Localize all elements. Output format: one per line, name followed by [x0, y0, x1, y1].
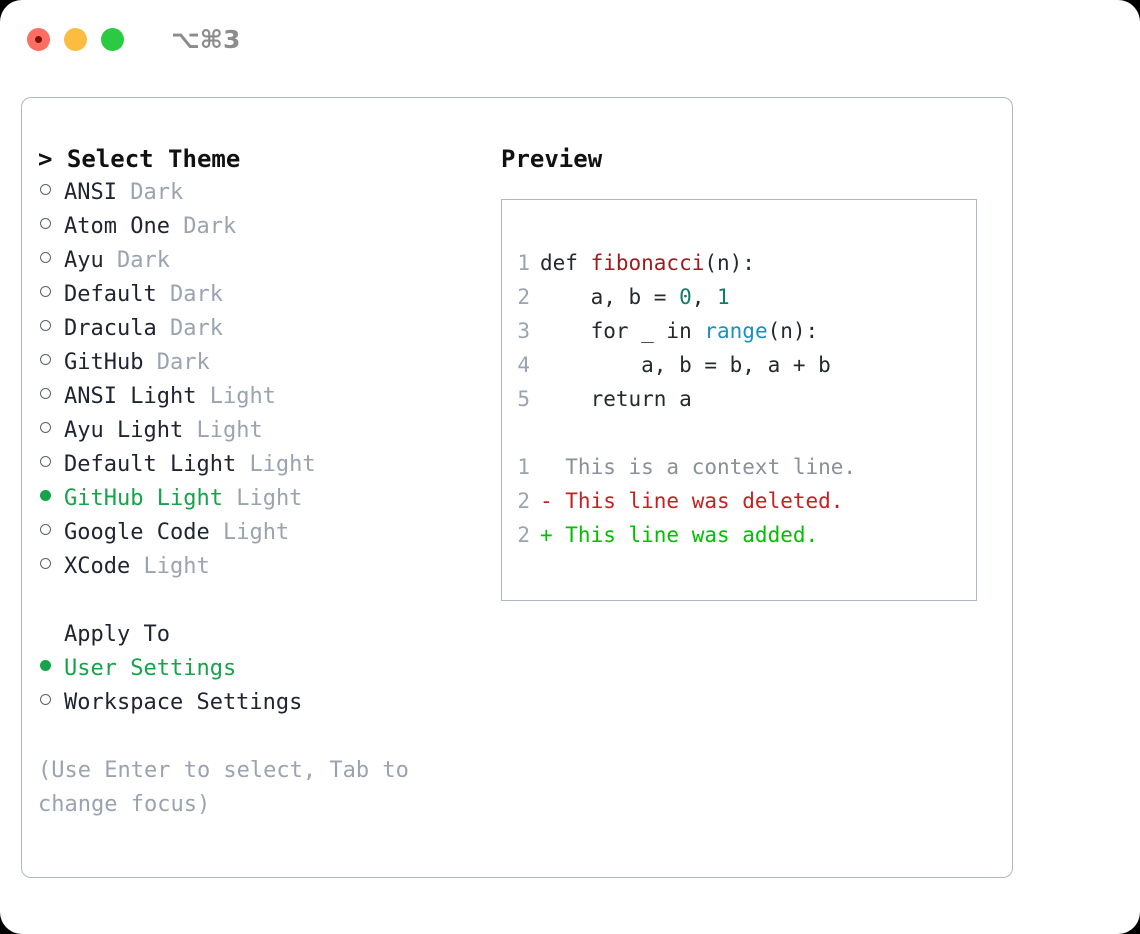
- diff-content: This is a context line.: [540, 455, 857, 479]
- line-number: 2: [517, 285, 530, 309]
- theme-list-item-ayu[interactable]: Ayu Dark: [38, 244, 478, 278]
- apply-to-option-user-settings[interactable]: User Settings: [38, 652, 478, 686]
- line-number: 4: [517, 353, 530, 377]
- window-titlebar: ⌥⌘3: [0, 0, 1140, 78]
- theme-list-item-ansi[interactable]: ANSI Dark: [38, 176, 478, 210]
- apply-to-option-workspace-settings[interactable]: Workspace Settings: [38, 686, 478, 720]
- theme-name: GitHub: [64, 350, 144, 375]
- theme-category: Light: [196, 418, 263, 443]
- theme-category: Light: [209, 384, 276, 409]
- preview-box: 1 def fibonacci(n): 2 a, b = 0, 1 3 for …: [501, 199, 977, 601]
- theme-category: Light: [249, 452, 316, 477]
- theme-name: ANSI: [64, 180, 117, 205]
- apply-to-label: Workspace Settings: [64, 690, 303, 715]
- theme-picker-column: > Select Theme ANSI Dark Atom One Dark: [38, 142, 478, 822]
- theme-list-item-default[interactable]: Default Dark: [38, 278, 478, 312]
- theme-list-item-dracula[interactable]: Dracula Dark: [38, 312, 478, 346]
- select-theme-heading: > Select Theme: [38, 145, 241, 173]
- code-content: return a: [540, 387, 692, 411]
- theme-category: Light: [222, 520, 290, 545]
- theme-name: Ayu Light: [64, 418, 184, 443]
- theme-name: Google Code: [64, 520, 210, 545]
- theme-list-item-ansi-light[interactable]: ANSI Light Light: [38, 380, 478, 414]
- close-button-icon[interactable]: [27, 27, 50, 51]
- line-number: 3: [517, 319, 530, 343]
- minimize-button-icon[interactable]: [64, 27, 87, 51]
- theme-name: XCode: [64, 554, 131, 579]
- line-number: 1: [517, 455, 530, 479]
- code-line: 1 def fibonacci(n):: [502, 246, 976, 280]
- theme-name: Dracula: [64, 316, 157, 341]
- theme-list-item-github[interactable]: GitHub Dark: [38, 346, 478, 380]
- theme-list-item-default-light[interactable]: Default Light Light: [38, 448, 478, 482]
- code-content: a, b = b, a + b: [540, 353, 831, 377]
- diff-content: + This line was added.: [540, 523, 819, 547]
- code-content: a, b = 0, 1: [540, 285, 730, 309]
- apply-to-label: User Settings: [64, 656, 237, 681]
- code-line: 2 a, b = 0, 1: [502, 280, 976, 314]
- theme-list-item-github-light[interactable]: GitHub Light Light: [38, 482, 478, 516]
- diff-line-added: 2 + This line was added.: [502, 518, 976, 552]
- apply-to-options: User Settings Workspace Settings: [38, 652, 478, 720]
- theme-category: Dark: [130, 180, 184, 205]
- theme-name: Default: [64, 282, 157, 307]
- theme-list-item-ayu-light[interactable]: Ayu Light Light: [38, 414, 478, 448]
- theme-list-item-atom-one[interactable]: Atom One Dark: [38, 210, 478, 244]
- keyboard-shortcut-label: ⌥⌘3: [171, 24, 241, 54]
- theme-category: Dark: [169, 316, 223, 341]
- diff-content: - This line was deleted.: [540, 489, 844, 513]
- theme-name: GitHub Light: [64, 486, 223, 511]
- theme-category: Light: [143, 554, 210, 579]
- maximize-button-icon[interactable]: [101, 27, 124, 51]
- diff-line-context: 1 This is a context line.: [502, 450, 976, 484]
- panel-columns: > Select Theme ANSI Dark Atom One Dark: [22, 98, 1012, 877]
- theme-name: Ayu: [64, 248, 104, 273]
- code-line: 4 a, b = b, a + b: [502, 348, 976, 382]
- code-content: def fibonacci(n):: [540, 251, 755, 275]
- theme-category: Dark: [169, 282, 223, 307]
- diff-line-deleted: 2 - This line was deleted.: [502, 484, 976, 518]
- theme-category: Light: [236, 486, 303, 511]
- theme-list-item-google-code[interactable]: Google Code Light: [38, 516, 478, 550]
- preview-column: Preview 1 def fibonacci(n): 2 a, b = 0, …: [501, 142, 991, 601]
- line-number: 1: [517, 251, 530, 275]
- code-line: 3 for _ in range(n):: [502, 314, 976, 348]
- code-content: for _ in range(n):: [540, 319, 819, 343]
- list-spacer: [38, 584, 478, 618]
- line-number: 2: [517, 489, 530, 513]
- main-panel: > Select Theme ANSI Dark Atom One Dark: [21, 97, 1013, 878]
- line-number: 5: [517, 387, 530, 411]
- keyboard-hint-text: (Use Enter to select, Tab to change focu…: [38, 758, 409, 817]
- theme-category: Dark: [117, 248, 170, 273]
- theme-name: ANSI Light: [64, 384, 197, 409]
- preview-heading: Preview: [501, 145, 603, 173]
- theme-list: ANSI Dark Atom One Dark Ayu: [38, 176, 478, 584]
- theme-category: Dark: [183, 214, 237, 239]
- theme-name: Atom One: [64, 214, 170, 239]
- apply-to-heading: Apply To: [64, 622, 170, 647]
- line-number: 2: [517, 523, 530, 547]
- theme-list-item-xcode[interactable]: XCode Light: [38, 550, 478, 584]
- theme-name: Default Light: [64, 452, 237, 477]
- code-line: 5 return a: [502, 382, 976, 416]
- code-blank-line: [502, 416, 976, 450]
- theme-category: Dark: [156, 350, 210, 375]
- traffic-light-group: [27, 27, 124, 51]
